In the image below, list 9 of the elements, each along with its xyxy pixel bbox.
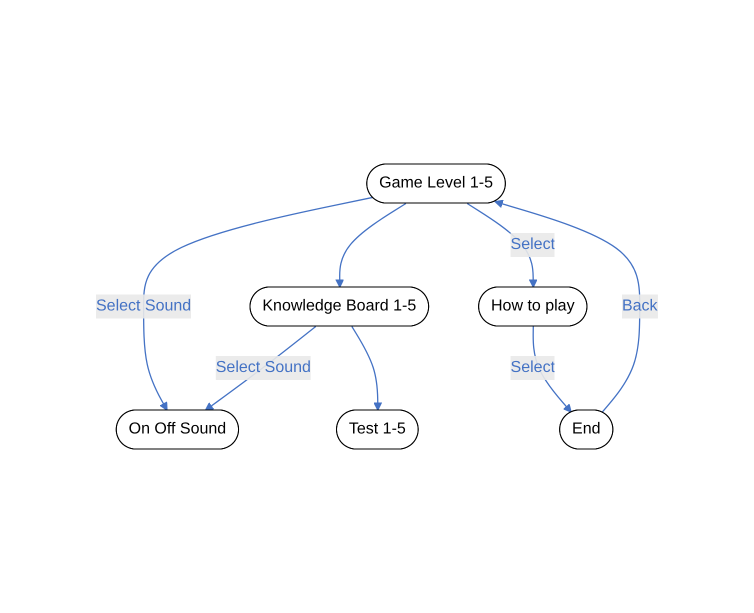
arrow bbox=[143, 196, 374, 411]
edge-label: Back bbox=[622, 297, 658, 314]
edge-label: Select bbox=[510, 236, 556, 253]
arrow bbox=[352, 326, 382, 411]
arrow bbox=[336, 202, 406, 288]
edge-label: Select Sound bbox=[216, 358, 312, 376]
arrow bbox=[204, 326, 316, 411]
edge-label: Select bbox=[510, 358, 556, 376]
edge-label: Select Sound bbox=[96, 297, 192, 314]
